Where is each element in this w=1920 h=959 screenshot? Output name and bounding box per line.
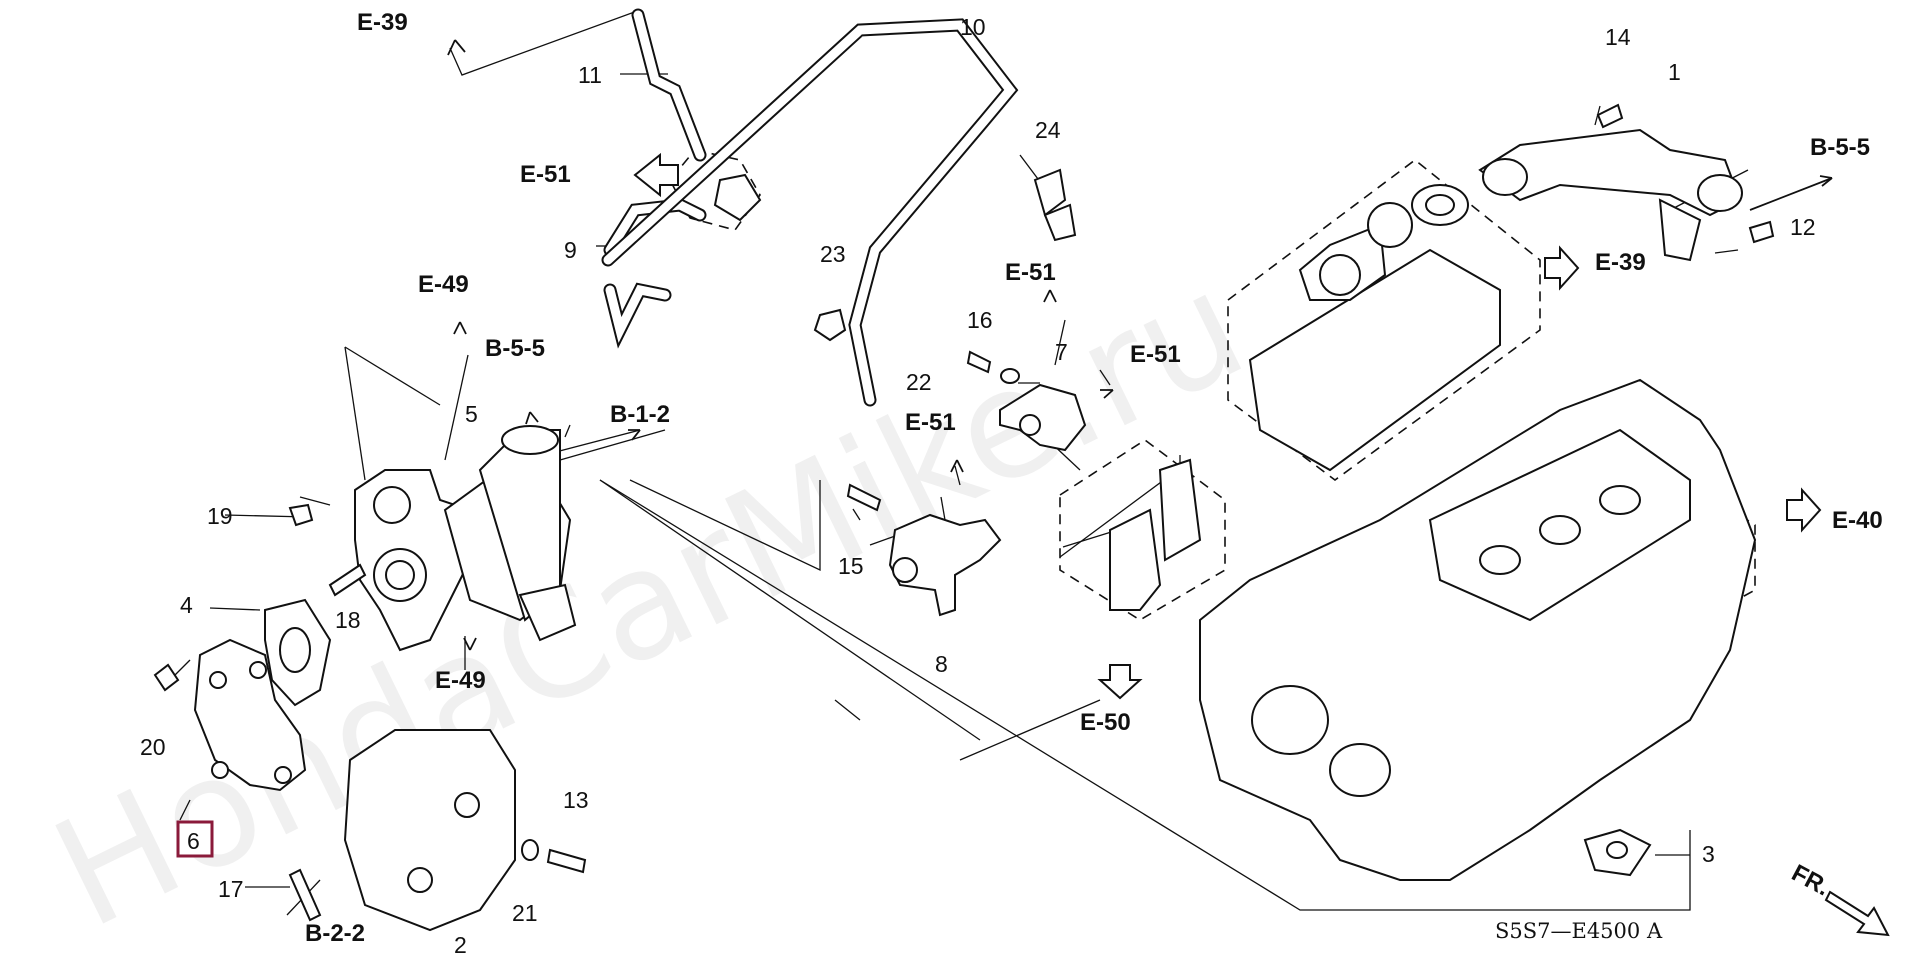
ref-e51-mid-top[interactable]: E-51 xyxy=(1005,259,1056,286)
watermark: HondaCarMike.ru xyxy=(30,239,1270,959)
part-label-8[interactable]: 8 xyxy=(935,651,948,677)
bracket-group xyxy=(1059,439,1226,621)
egr-elbow xyxy=(193,638,307,792)
gasket-3 xyxy=(1583,828,1652,877)
fr-arrow xyxy=(1824,890,1890,937)
intake-manifold xyxy=(1248,202,1501,472)
part-label-17[interactable]: 17 xyxy=(218,876,244,902)
ref-e50[interactable]: E-50 xyxy=(1080,709,1131,736)
solenoid-valve-8 xyxy=(888,513,1002,617)
e50-down-arrow xyxy=(1097,664,1143,700)
ref-e39-right[interactable]: E-39 xyxy=(1595,249,1646,276)
ref-b55-right[interactable]: B-5-5 xyxy=(1810,134,1870,161)
part-label-2[interactable]: 2 xyxy=(454,932,467,958)
ref-b22[interactable]: B-2-2 xyxy=(305,920,365,947)
part-label-14[interactable]: 14 xyxy=(1605,24,1631,50)
e40-right-arrow xyxy=(1786,487,1822,533)
ref-e49-top[interactable]: E-49 xyxy=(418,271,469,298)
small-fasteners-left xyxy=(153,503,587,922)
part-label-1[interactable]: 1 xyxy=(1668,59,1681,85)
part-label-22[interactable]: 22 xyxy=(906,369,932,395)
part-label-18[interactable]: 18 xyxy=(335,607,361,633)
part-6-highlight xyxy=(176,820,214,858)
part-label-12[interactable]: 12 xyxy=(1790,214,1816,240)
part-label-19[interactable]: 19 xyxy=(207,503,233,529)
front-marker: FR. xyxy=(1787,859,1834,901)
intake-manifold-group xyxy=(1227,158,1541,481)
diagram-code: S5S7—E4500 A xyxy=(1495,919,1663,943)
bolts-right xyxy=(1596,103,1775,244)
e51-left-arrow xyxy=(633,152,679,198)
water-pipe-1 xyxy=(1478,128,1743,262)
part-label-9[interactable]: 9 xyxy=(564,237,577,263)
part-label-6[interactable]: 6 xyxy=(187,828,200,854)
part-label-21[interactable]: 21 xyxy=(512,900,538,926)
valve-bracket xyxy=(1109,458,1202,611)
part-label-23[interactable]: 23 xyxy=(820,241,846,267)
gasket-4 xyxy=(264,598,332,707)
bolts-mid xyxy=(846,350,1020,512)
ref-e51-valve[interactable]: E-51 xyxy=(905,409,956,436)
bracket-clips xyxy=(813,168,1077,342)
solenoid-valve-7 xyxy=(999,383,1087,452)
ref-e49-bottom[interactable]: E-49 xyxy=(435,667,486,694)
gasket-upper xyxy=(1411,184,1469,226)
heat-shield-2 xyxy=(343,729,516,932)
part-label-7[interactable]: 7 xyxy=(1055,339,1068,365)
part-label-3[interactable]: 3 xyxy=(1702,841,1715,867)
part-label-16[interactable]: 16 xyxy=(967,307,993,333)
ref-e51-left[interactable]: E-51 xyxy=(520,161,571,188)
three-way-fitting xyxy=(713,173,762,222)
e39-right-arrow xyxy=(1544,245,1580,291)
ref-b55-mid[interactable]: B-5-5 xyxy=(485,335,545,362)
ref-e51-mid-right[interactable]: E-51 xyxy=(1130,341,1181,368)
part-label-4[interactable]: 4 xyxy=(180,592,193,618)
ref-b12[interactable]: B-1-2 xyxy=(610,401,670,428)
part-label-10[interactable]: 10 xyxy=(960,14,986,40)
part-label-5[interactable]: 5 xyxy=(465,401,478,427)
throttle-body-assembly xyxy=(354,425,577,652)
ref-e40[interactable]: E-40 xyxy=(1832,507,1883,534)
part-label-15[interactable]: 15 xyxy=(838,553,864,579)
part-label-13[interactable]: 13 xyxy=(563,787,589,813)
engine-block xyxy=(1199,378,1757,881)
ref-e39-top[interactable]: E-39 xyxy=(357,9,408,36)
part-label-24[interactable]: 24 xyxy=(1035,117,1061,143)
line-arrowheads xyxy=(447,39,1833,651)
vacuum-hoses xyxy=(601,8,1019,407)
part-label-20[interactable]: 20 xyxy=(140,734,166,760)
part-label-11[interactable]: 11 xyxy=(578,62,602,88)
